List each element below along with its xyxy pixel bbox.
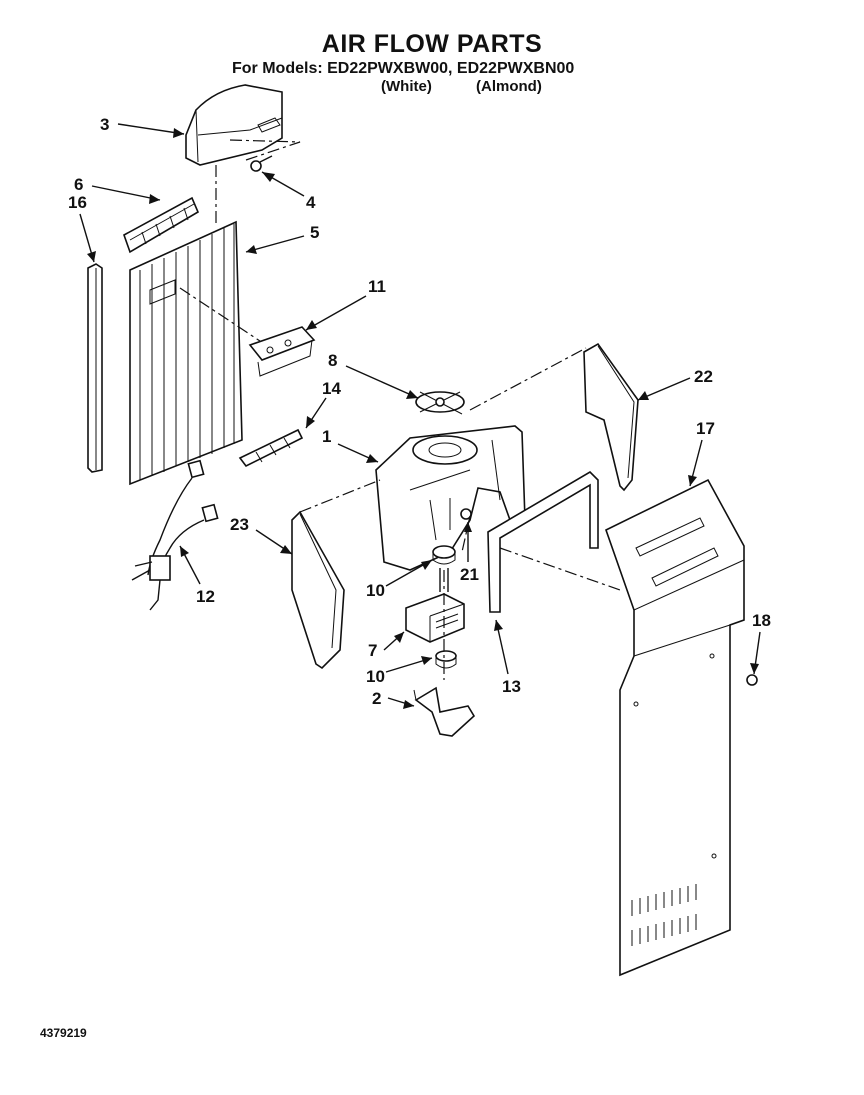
callout-label-8: 8	[328, 351, 337, 370]
part-8-fan-blade	[415, 391, 465, 415]
callout-12: 12	[179, 545, 215, 606]
callout-10-lower: 10	[366, 656, 433, 686]
part-22-side-baffle	[583, 342, 639, 492]
callout-label-5: 5	[310, 223, 319, 242]
callout-label-12: 12	[196, 587, 215, 606]
variant-white-label: (White)	[381, 78, 432, 95]
part-17-vent-slots	[631, 884, 697, 946]
callout-label-21: 21	[460, 565, 479, 584]
callout-label-6: 6	[74, 175, 83, 194]
part-10-grommet-lower	[435, 650, 457, 669]
part-10-grommet-upper	[432, 545, 456, 565]
callout-label-3: 3	[100, 115, 109, 134]
part-5-evaporator-cover	[129, 220, 243, 486]
part-2-motor-bracket	[413, 686, 476, 737]
callout-17: 17	[688, 419, 715, 487]
document-number: 4379219	[40, 1026, 87, 1040]
callout-16: 16	[68, 193, 96, 263]
callout-23: 23	[230, 515, 293, 555]
callout-8: 8	[328, 351, 419, 399]
callout-10-upper: 10	[366, 559, 433, 600]
callout-label-11: 11	[368, 277, 386, 296]
callout-label-10-upper: 10	[366, 581, 385, 600]
models-line: For Models: ED22PWXBW00, ED22PWXBN00	[232, 60, 575, 77]
callout-label-22: 22	[694, 367, 713, 386]
part-3-duct-cover	[185, 84, 283, 166]
part-18-screw	[746, 674, 758, 686]
callout-18: 18	[750, 611, 771, 675]
callout-7: 7	[368, 631, 405, 660]
callout-label-23: 23	[230, 515, 249, 534]
part-16-seal-strip	[87, 263, 103, 473]
page-title: AIR FLOW PARTS	[321, 30, 543, 58]
part-13-gasket	[487, 470, 599, 613]
callout-label-16: 16	[68, 193, 87, 212]
callout-14: 14	[305, 379, 341, 429]
callout-1: 1	[322, 427, 379, 463]
part-4-screw	[250, 155, 273, 172]
part-17-air-duct-panel	[605, 478, 745, 977]
part-6-vent-grille	[123, 196, 200, 254]
part-12-wire-harness	[131, 459, 219, 611]
callout-label-2: 2	[372, 689, 381, 708]
callout-2: 2	[372, 689, 415, 709]
part-11-bracket	[248, 326, 316, 377]
part-7-fan-motor	[405, 593, 465, 643]
variant-almond-label: (Almond)	[476, 78, 542, 95]
callout-5: 5	[245, 223, 319, 254]
callout-13: 13	[494, 619, 521, 696]
callout-label-14: 14	[322, 379, 341, 398]
part-14-heater	[238, 428, 304, 468]
callout-label-4: 4	[306, 193, 316, 212]
callout-label-17: 17	[696, 419, 715, 438]
callout-11: 11	[305, 277, 386, 331]
part-23-side-baffle	[291, 510, 345, 670]
callout-label-13: 13	[502, 677, 521, 696]
callout-label-1: 1	[322, 427, 331, 446]
callout-4: 4	[261, 171, 316, 212]
callout-6: 6	[74, 175, 161, 204]
callout-22: 22	[637, 367, 713, 401]
callout-21: 21	[460, 522, 479, 584]
part-1-fan-housing	[375, 425, 526, 571]
callout-label-18: 18	[752, 611, 771, 630]
callout-label-7: 7	[368, 641, 377, 660]
part-21-screw	[460, 508, 472, 520]
callout-label-10-lower: 10	[366, 667, 385, 686]
callout-3: 3	[100, 115, 185, 138]
